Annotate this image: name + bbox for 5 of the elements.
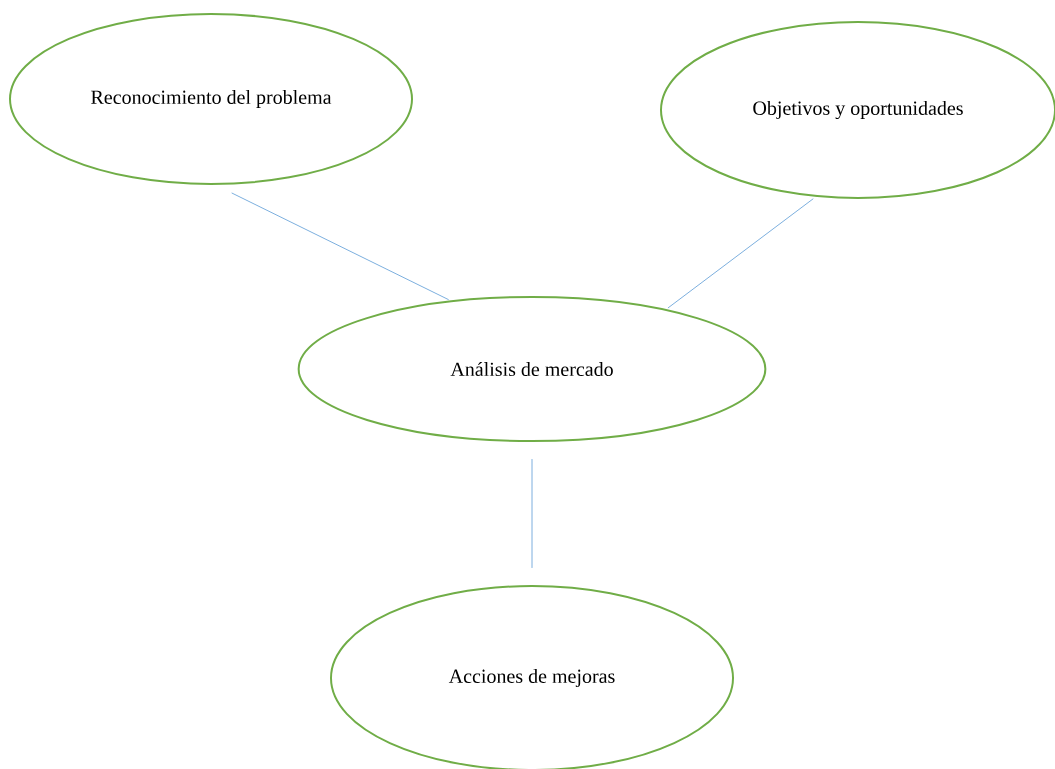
ellipse-node: Reconocimiento del problema: [9, 13, 413, 185]
connector-line: [667, 198, 814, 309]
ellipse-node: Análisis de mercado: [297, 296, 767, 442]
connector-line: [531, 458, 533, 569]
connector-line: [231, 192, 450, 301]
